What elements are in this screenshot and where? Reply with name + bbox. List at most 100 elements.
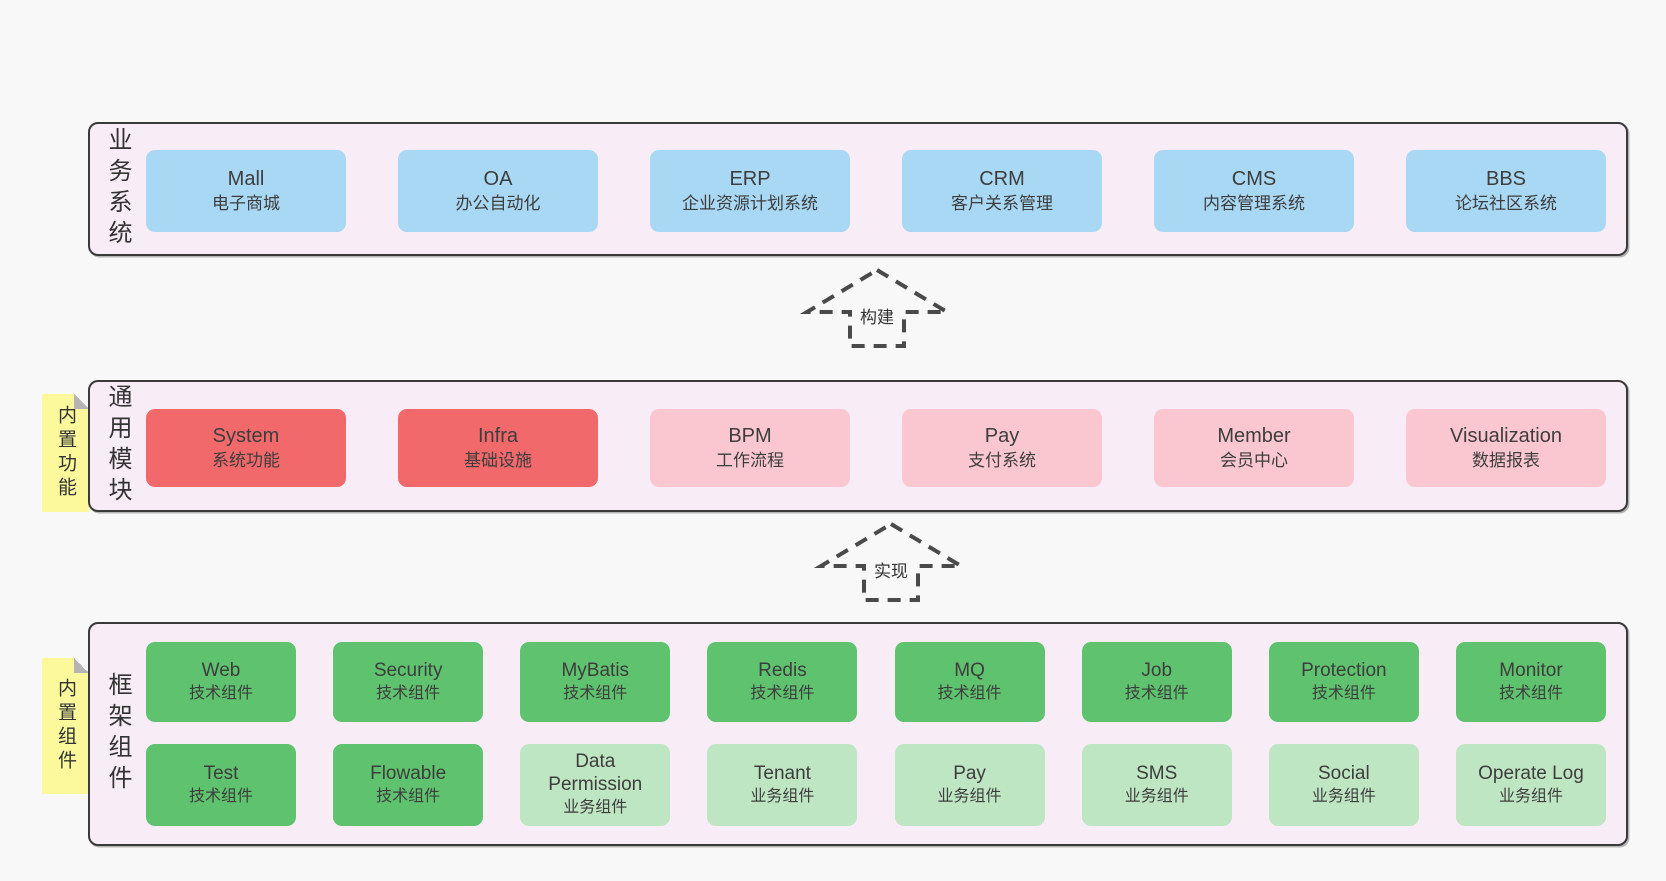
- box-security-name: Security: [373, 659, 443, 681]
- box-pay-name: Pay: [984, 424, 1020, 447]
- box-monitor: Monitor 技术组件: [1455, 642, 1606, 722]
- business-boxes-row: Mall 电子商城 OA 办公自动化 ERP 企业资源计划系统 CRM 客户关系…: [146, 150, 1606, 232]
- box-mybatis: MyBatis 技术组件: [520, 642, 671, 722]
- layer-modules-side-label: 通用模块: [104, 384, 131, 508]
- box-mq-name: MQ: [954, 659, 985, 681]
- box-mq: MQ 技术组件: [894, 642, 1045, 722]
- box-web: Web 技术组件: [146, 642, 296, 722]
- box-bbs-desc: 论坛社区系统: [1455, 193, 1557, 213]
- box-bpm: BPM 工作流程: [650, 409, 850, 487]
- box-oa-desc: 办公自动化: [455, 193, 541, 213]
- box-job-desc: 技术组件: [1124, 684, 1189, 702]
- folded-corner-icon: [74, 394, 89, 409]
- modules-boxes-row: System 系统功能 Infra 基础设施 BPM 工作流程 Pay 支付系统…: [146, 409, 1606, 487]
- box-pay-desc: 支付系统: [968, 450, 1036, 470]
- box-social-desc: 业务组件: [1311, 787, 1376, 805]
- box-cms-name: CMS: [1231, 167, 1277, 190]
- box-bpm-desc: 工作流程: [716, 450, 784, 470]
- box-protection-name: Protection: [1301, 659, 1387, 681]
- layer-business-side-label: 业务系统: [104, 127, 131, 251]
- box-pay-biz-name: Pay: [953, 762, 986, 784]
- box-flowable-desc: 技术组件: [376, 787, 441, 805]
- box-tenant: Tenant 业务组件: [707, 744, 858, 826]
- box-job: Job 技术组件: [1081, 642, 1232, 722]
- box-test: Test 技术组件: [146, 744, 296, 826]
- box-pay-biz: Pay 业务组件: [894, 744, 1045, 826]
- box-crm: CRM 客户关系管理: [902, 150, 1102, 232]
- box-erp: ERP 企业资源计划系统: [650, 150, 850, 232]
- box-crm-desc: 客户关系管理: [951, 193, 1053, 213]
- box-security-desc: 技术组件: [376, 684, 441, 702]
- box-mq-desc: 技术组件: [937, 684, 1002, 702]
- layer-components-side-label: 框架组件: [104, 672, 131, 796]
- folded-corner-icon: [74, 658, 89, 673]
- box-member: Member 会员中心: [1154, 409, 1354, 487]
- build-arrow-label-text: 构建: [857, 308, 897, 327]
- builtin-functions-note-text: 内置功能: [55, 405, 76, 501]
- box-redis-name: Redis: [758, 659, 807, 681]
- box-mall: Mall 电子商城: [146, 150, 346, 232]
- implement-arrow-icon: [813, 521, 969, 602]
- box-member-desc: 会员中心: [1220, 450, 1288, 470]
- box-system-desc: 系统功能: [212, 450, 280, 470]
- box-protection: Protection 技术组件: [1268, 642, 1419, 722]
- build-arrow-icon: [799, 267, 955, 348]
- components-row-1: Web 技术组件 Security 技术组件 MyBatis 技术组件 Redi…: [146, 642, 1606, 722]
- box-protection-desc: 技术组件: [1311, 684, 1376, 702]
- box-bbs: BBS 论坛社区系统: [1406, 150, 1606, 232]
- build-arrow-shape: [799, 267, 955, 348]
- box-sms-name: SMS: [1136, 762, 1178, 784]
- build-arrow-label: 构建: [797, 303, 957, 328]
- box-cms-desc: 内容管理系统: [1203, 193, 1305, 213]
- box-tenant-name: Tenant: [753, 762, 811, 784]
- implement-arrow-label-text: 实现: [871, 562, 911, 581]
- box-flowable-name: Flowable: [370, 762, 447, 784]
- box-infra-desc: 基础设施: [464, 450, 532, 470]
- box-oa: OA 办公自动化: [398, 150, 598, 232]
- box-social: Social 业务组件: [1268, 744, 1419, 826]
- box-data-permission-name: Data Permission: [548, 751, 643, 796]
- box-bpm-name: BPM: [728, 424, 772, 447]
- box-test-desc: 技术组件: [188, 787, 253, 805]
- builtin-components-note: 内置组件: [42, 658, 89, 794]
- builtin-functions-note: 内置功能: [42, 394, 89, 512]
- box-infra-name: Infra: [477, 424, 519, 447]
- box-erp-name: ERP: [729, 167, 771, 190]
- box-mybatis-desc: 技术组件: [563, 684, 628, 702]
- layer-common-modules: 通用模块 System 系统功能 Infra 基础设施 BPM 工作流程 Pay…: [88, 380, 1628, 512]
- box-social-name: Social: [1317, 762, 1370, 784]
- box-visualization: Visualization 数据报表: [1406, 409, 1606, 487]
- box-redis-desc: 技术组件: [750, 684, 815, 702]
- box-data-permission-desc: 业务组件: [563, 799, 628, 816]
- box-monitor-name: Monitor: [1499, 659, 1563, 681]
- box-sms: SMS 业务组件: [1081, 744, 1232, 826]
- components-row-2: Test 技术组件 Flowable 技术组件 Data Permission …: [146, 744, 1606, 826]
- box-sms-desc: 业务组件: [1124, 787, 1189, 805]
- box-operate-log: Operate Log 业务组件: [1455, 744, 1606, 826]
- box-pay-biz-desc: 业务组件: [937, 787, 1002, 805]
- box-pay: Pay 支付系统: [902, 409, 1102, 487]
- box-system: System 系统功能: [146, 409, 346, 487]
- box-test-name: Test: [203, 762, 239, 784]
- box-visualization-name: Visualization: [1450, 424, 1562, 447]
- implement-arrow-label: 实现: [811, 557, 971, 582]
- layer-business-systems: 业务系统 Mall 电子商城 OA 办公自动化 ERP 企业资源计划系统 CRM…: [88, 122, 1628, 256]
- box-mall-desc: 电子商城: [212, 193, 280, 213]
- box-infra: Infra 基础设施: [398, 409, 598, 487]
- box-web-name: Web: [201, 659, 241, 681]
- box-web-desc: 技术组件: [188, 684, 253, 702]
- box-data-permission: Data Permission 业务组件: [520, 744, 671, 826]
- box-visualization-desc: 数据报表: [1472, 450, 1540, 470]
- layer-framework-components: 框架组件 Web 技术组件 Security 技术组件 MyBatis 技术组件…: [88, 622, 1628, 846]
- box-crm-name: CRM: [979, 167, 1025, 190]
- box-mybatis-name: MyBatis: [561, 659, 630, 681]
- box-system-name: System: [212, 424, 280, 447]
- box-cms: CMS 内容管理系统: [1154, 150, 1354, 232]
- box-job-name: Job: [1141, 659, 1173, 681]
- box-security: Security 技术组件: [333, 642, 484, 722]
- box-operate-log-desc: 业务组件: [1498, 787, 1563, 805]
- box-member-name: Member: [1217, 424, 1291, 447]
- box-oa-name: OA: [483, 167, 513, 190]
- box-bbs-name: BBS: [1485, 167, 1527, 190]
